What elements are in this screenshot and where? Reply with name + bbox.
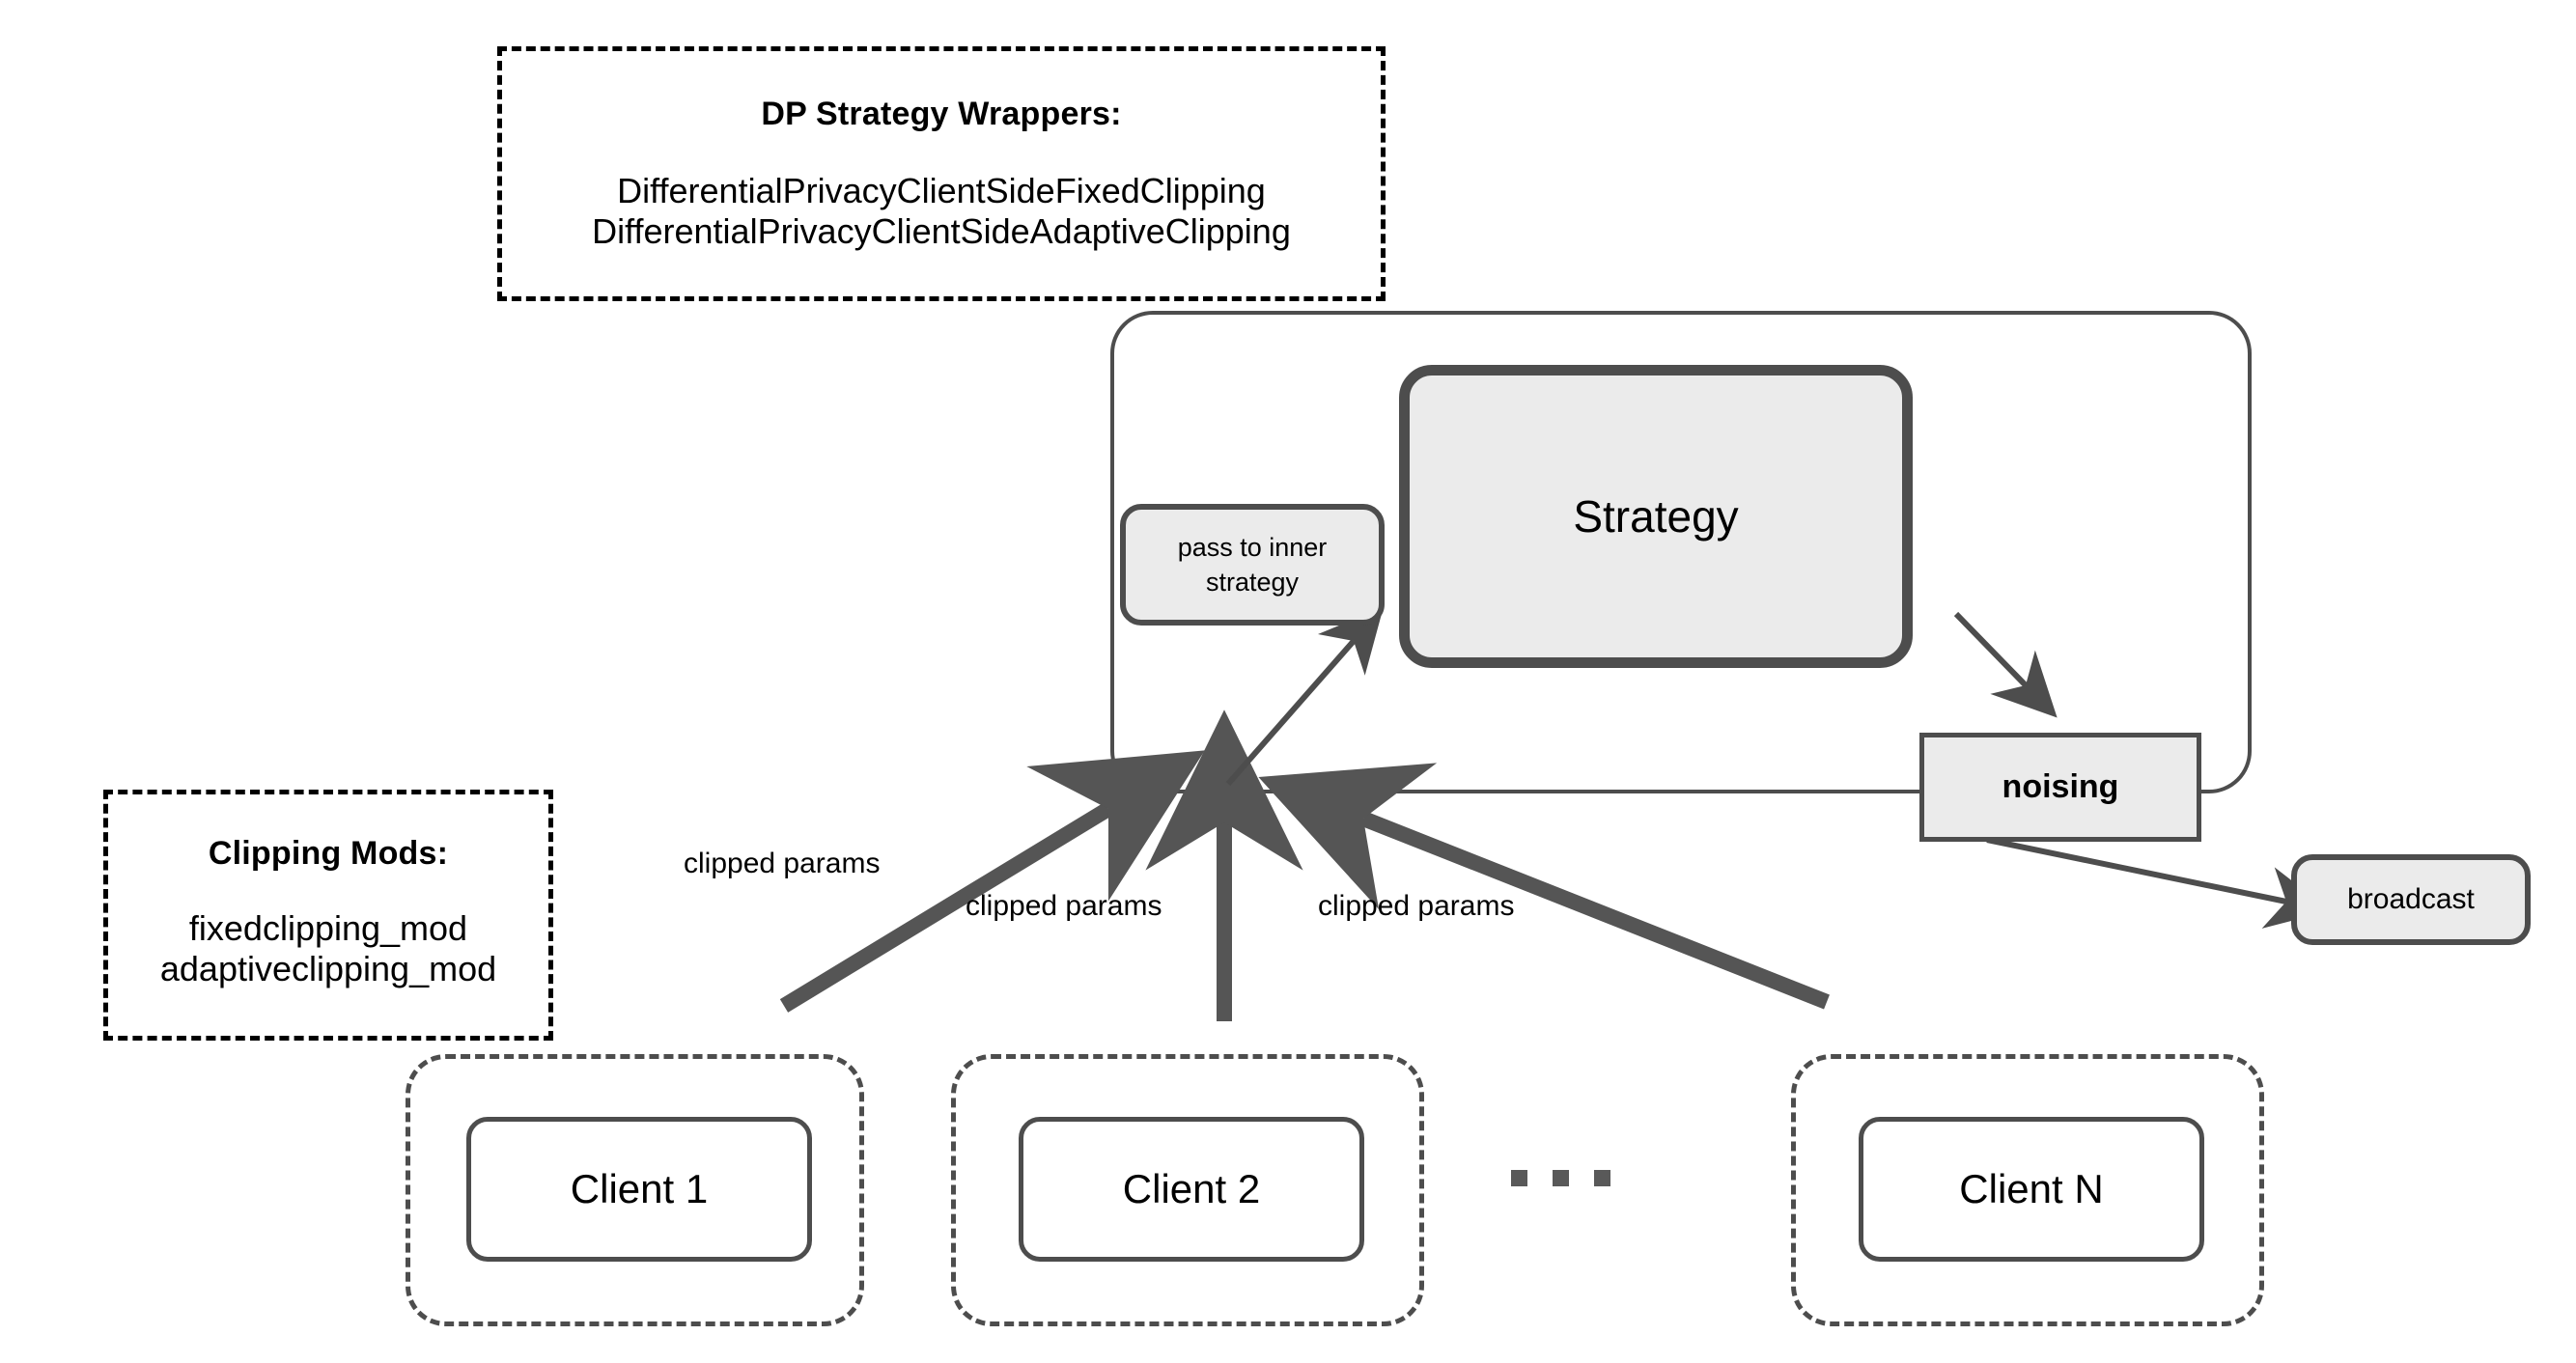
dp-strategy-wrappers-legend: DP Strategy Wrappers: DifferentialPrivac… [497, 46, 1386, 301]
dp-wrapper-item-0: DifferentialPrivacyClientSideFixedClippi… [617, 171, 1266, 210]
noising-box[interactable]: noising [1919, 733, 2201, 842]
broadcast-label: broadcast [2347, 883, 2475, 915]
clipping-mod-item-1: adaptiveclipping_mod [159, 949, 497, 989]
clipping-mods-legend: Clipping Mods: fixedclipping_mod adaptiv… [103, 790, 553, 1041]
clipping-mod-item-0: fixedclipping_mod [188, 908, 468, 948]
client-shell-n: Client N [1791, 1054, 2264, 1326]
ellipsis-dot-2 [1553, 1170, 1569, 1186]
pass-to-inner-strategy-line2: strategy [1205, 568, 1300, 597]
dp-wrapper-item-1: DifferentialPrivacyClientSideAdaptiveCli… [592, 211, 1291, 252]
arrow-noising-to-broadcast [1986, 837, 2331, 929]
clipping-mods-title: Clipping Mods: [208, 835, 449, 872]
ellipsis-dot-3 [1594, 1170, 1610, 1186]
client-box-2[interactable]: Client 2 [1019, 1117, 1364, 1262]
clients-ellipsis [1511, 1170, 1610, 1186]
edge-label-clientn: clipped params [1318, 890, 1515, 922]
strategy-label: Strategy [1573, 491, 1739, 542]
client-label-1: Client 1 [570, 1166, 709, 1211]
client-shell-1: Client 1 [406, 1054, 864, 1326]
client-box-n[interactable]: Client N [1859, 1117, 2204, 1262]
client-shell-2: Client 2 [951, 1054, 1424, 1326]
pass-to-inner-strategy-box[interactable]: pass to inner strategy [1120, 504, 1385, 626]
broadcast-box[interactable]: broadcast [2291, 854, 2531, 945]
dp-strategy-wrappers-title: DP Strategy Wrappers: [761, 96, 1122, 132]
strategy-box[interactable]: Strategy [1399, 365, 1913, 668]
pass-to-inner-strategy-label: pass to inner strategy [1178, 530, 1328, 599]
client-label-2: Client 2 [1122, 1166, 1261, 1211]
edge-label-client1: clipped params [684, 848, 881, 879]
client-label-n: Client N [1959, 1166, 2104, 1211]
client-box-1[interactable]: Client 1 [466, 1117, 812, 1262]
pass-to-inner-strategy-line1: pass to inner [1177, 532, 1328, 562]
ellipsis-dot-1 [1511, 1170, 1527, 1186]
edge-label-client2: clipped params [966, 890, 1162, 922]
noising-label: noising [2002, 768, 2119, 805]
